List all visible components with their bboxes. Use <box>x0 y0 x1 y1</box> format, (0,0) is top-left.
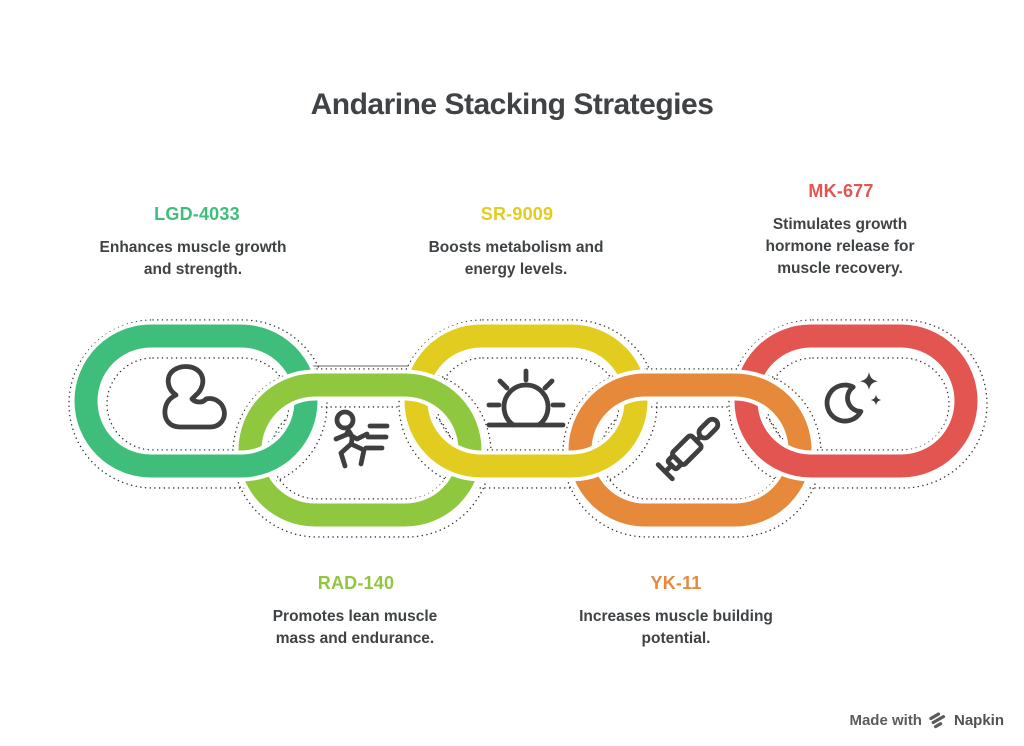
node-label-yk-11: YK-11 <box>650 573 702 593</box>
node-label-rad-140: RAD-140 <box>317 573 395 593</box>
page-title: Andarine Stacking Strategies <box>310 88 714 121</box>
syringe-icon <box>655 416 721 482</box>
moon-sparkles-icon <box>824 372 882 424</box>
node-description-lgd-4033: Enhances muscle growth and strength. <box>99 239 287 278</box>
napkin-logo-icon <box>929 712 946 729</box>
napkin-brand-text: Napkin <box>953 711 1004 729</box>
node-label-lgd-4033: LGD-4033 <box>154 204 240 224</box>
made-with-text: Made with <box>849 711 922 729</box>
node-label-mk-677: MK-677 <box>808 181 874 201</box>
node-label-sr-9009: SR-9009 <box>480 204 554 224</box>
node-description-rad-140: Promotes lean muscle mass and endurance. <box>272 608 438 647</box>
made-with-napkin-badge[interactable]: Made with Napkin <box>849 710 1004 730</box>
runner-icon <box>333 409 390 469</box>
node-description-yk-11: Increases muscle building potential. <box>579 608 773 647</box>
node-description-sr-9009: Boosts metabolism and energy levels. <box>428 239 604 278</box>
sunrise-icon <box>486 368 566 428</box>
node-description-mk-677: Stimulates growth hormone release for mu… <box>765 216 915 277</box>
bicep-icon <box>162 364 227 430</box>
